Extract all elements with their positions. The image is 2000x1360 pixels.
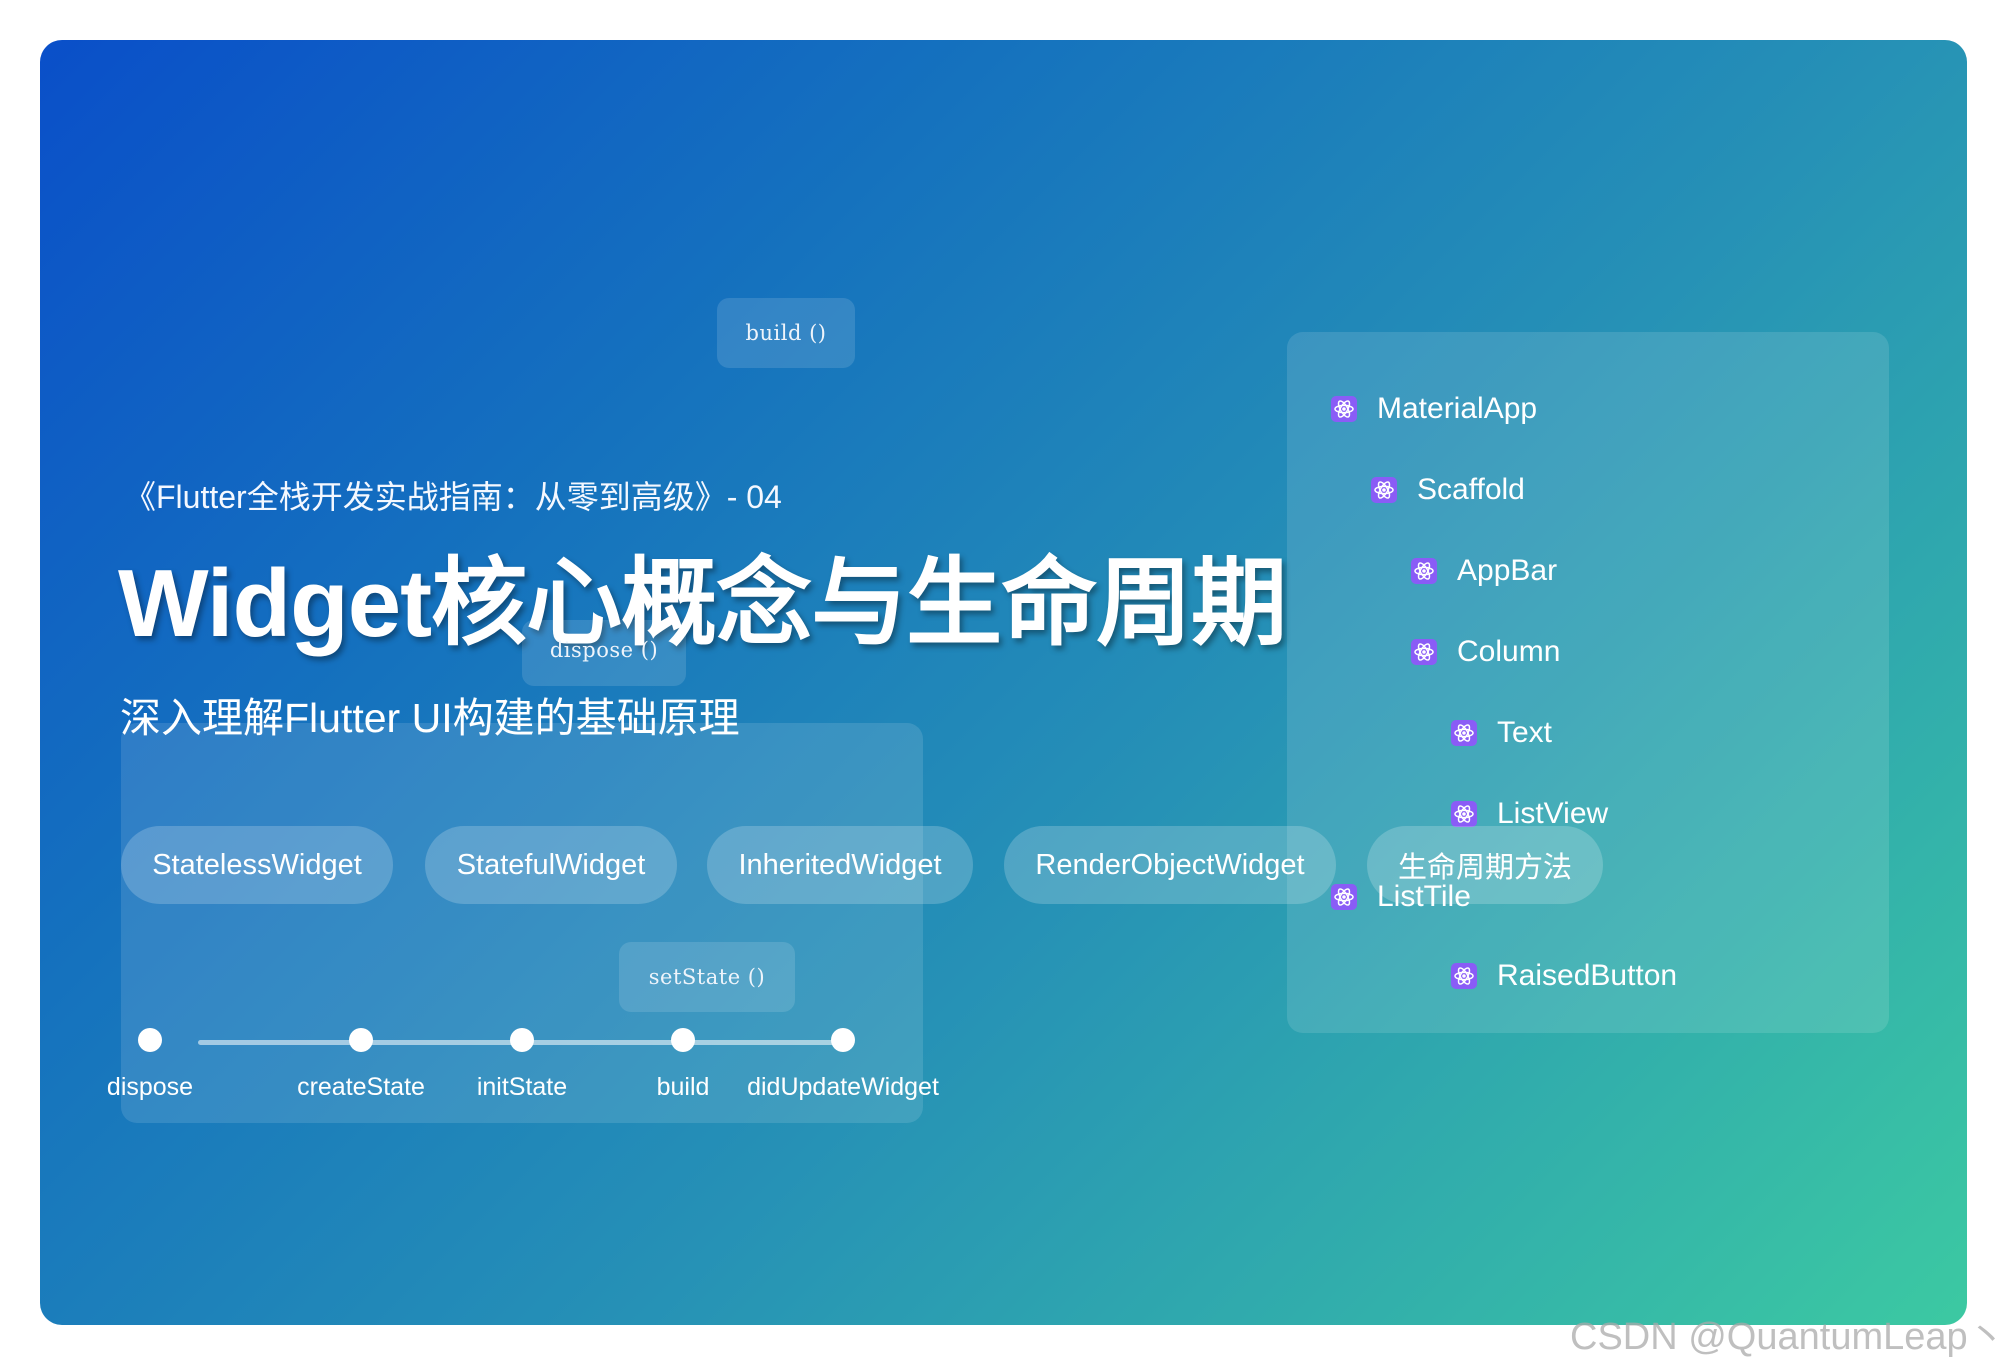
tree-item-label: ListView (1497, 797, 1609, 830)
atom-icon (1411, 639, 1437, 665)
tree-item-appbar: AppBar (1411, 554, 1557, 588)
csdn-watermark: CSDN @QuantumLeap丶 (1570, 1316, 2000, 1358)
tree-item-listtile: ListTile (1331, 880, 1471, 914)
timeline-label-createstate: createState (297, 1073, 425, 1101)
tree-item-label: Scaffold (1417, 473, 1525, 506)
timeline-dot-didupdatewidget (831, 1028, 855, 1052)
widget-tree-panel (1287, 332, 1889, 1033)
tree-item-label: RaisedButton (1497, 959, 1678, 992)
timeline-dot-build (671, 1028, 695, 1052)
tree-item-scaffold: Scaffold (1371, 473, 1525, 507)
lifecycle-panel (121, 723, 923, 1123)
banner-card: build () 《Flutter全栈开发实战指南：从零到高级》- 04 Wid… (40, 40, 1967, 1325)
series-title: 《Flutter全栈开发实战指南：从零到高级》- 04 (124, 479, 782, 515)
pill-statelesswidget[interactable]: StatelessWidget (121, 826, 393, 904)
tree-item-raisedbutton: RaisedButton (1451, 959, 1677, 993)
page-subtitle: 深入理解Flutter UI构建的基础原理 (120, 695, 740, 741)
build-code-chip: build () (717, 298, 855, 368)
pill-lifecycle-methods[interactable]: 生命周期方法 (1367, 826, 1603, 904)
page-title: Widget核心概念与生命周期 (118, 550, 1287, 657)
timeline-label-build: build (656, 1073, 710, 1101)
tree-item-label: AppBar (1457, 554, 1558, 587)
timeline-label-dispose: dispose (106, 1073, 194, 1101)
atom-icon (1451, 801, 1477, 827)
tree-item-label: Column (1457, 635, 1561, 668)
tree-item-text: Text (1451, 716, 1552, 750)
timeline-label-initstate: initState (476, 1073, 568, 1101)
timeline-dot-createstate (349, 1028, 373, 1052)
timeline-dot-initstate (510, 1028, 534, 1052)
tree-item-listview: ListView (1451, 797, 1608, 831)
pill-renderobjectwidget[interactable]: RenderObjectWidget (1004, 826, 1336, 904)
pill-inheritedwidget[interactable]: InheritedWidget (707, 826, 973, 904)
atom-icon (1371, 477, 1397, 503)
atom-icon (1411, 558, 1437, 584)
atom-icon (1331, 396, 1357, 422)
tree-item-label: ListTile (1377, 880, 1471, 913)
timeline-label-didupdatewidget: didUpdateWidget (747, 1073, 939, 1101)
pill-statefulwidget[interactable]: StatefulWidget (425, 826, 677, 904)
tree-item-label: Text (1497, 716, 1553, 749)
atom-icon (1331, 884, 1357, 910)
atom-icon (1451, 720, 1477, 746)
tree-item-materialapp: MaterialApp (1331, 392, 1537, 426)
tree-item-label: MaterialApp (1377, 392, 1538, 425)
setstate-code-chip: setState () (619, 942, 795, 1012)
tree-item-column: Column (1411, 635, 1560, 669)
atom-icon (1451, 963, 1477, 989)
dispose-code-chip: dispose () (522, 620, 686, 686)
timeline-dot-dispose (138, 1028, 162, 1052)
